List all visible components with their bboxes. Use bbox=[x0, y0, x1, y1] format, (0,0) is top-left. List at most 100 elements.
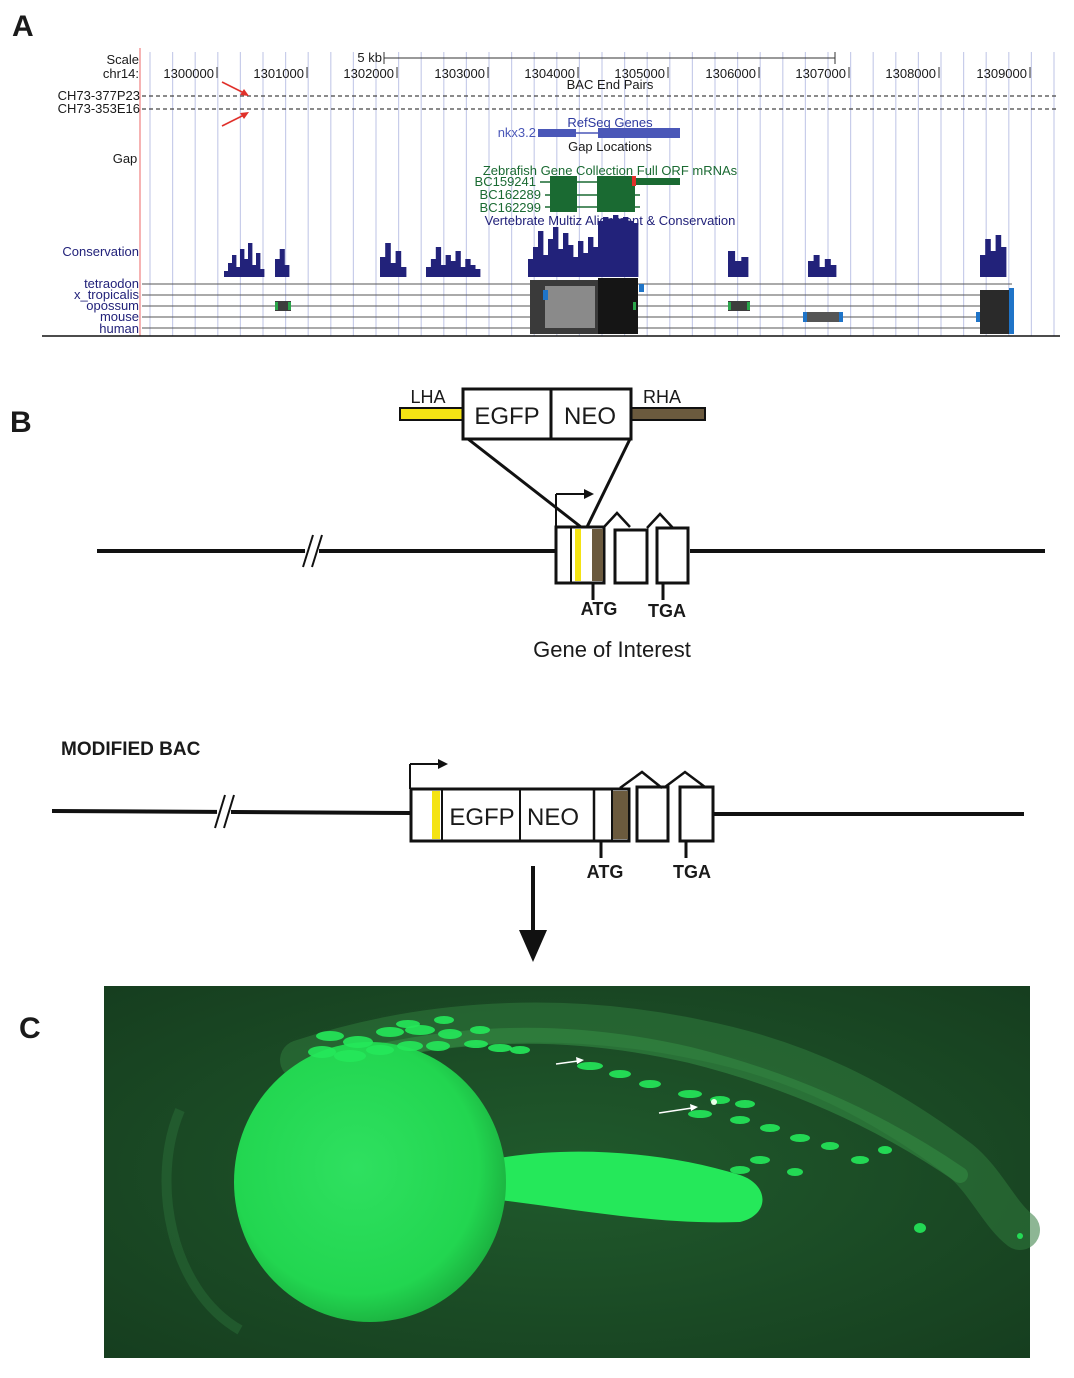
conservation-bar bbox=[583, 253, 589, 277]
modified-atg-label: ATG bbox=[587, 862, 624, 882]
gfp-cell bbox=[790, 1134, 810, 1142]
modified-egfp-label: EGFP bbox=[449, 804, 514, 831]
alignment-accent bbox=[633, 302, 636, 310]
modified-intron-2 bbox=[664, 770, 706, 788]
conservation-bar bbox=[470, 265, 476, 277]
conservation-label: Conservation bbox=[62, 244, 139, 259]
alignment-accent bbox=[275, 302, 278, 310]
gfp-cell bbox=[851, 1156, 869, 1164]
mrna-label-3: BC162299 bbox=[480, 200, 541, 215]
conservation-bar bbox=[543, 255, 549, 277]
panel-label-a: A bbox=[12, 10, 34, 43]
conservation-bar bbox=[603, 217, 609, 277]
species-label-mouse: mouse bbox=[100, 309, 139, 324]
rha-arm bbox=[629, 407, 706, 421]
conservation-bar bbox=[228, 263, 233, 277]
alignment-accent bbox=[288, 302, 291, 310]
alignment-block bbox=[803, 312, 843, 322]
gene-of-interest-label: Gene of Interest bbox=[533, 637, 691, 662]
gfp-cell bbox=[316, 1031, 344, 1041]
mrna-label-1: BC159241 bbox=[475, 174, 536, 189]
refseq-gene-name: nkx3.2 bbox=[498, 125, 536, 140]
bright-cell bbox=[711, 1099, 717, 1105]
conservation-bar bbox=[824, 259, 831, 277]
red-arrow-2 bbox=[221, 112, 249, 127]
bac-line-left bbox=[51, 809, 412, 815]
chrom-label: chr14: bbox=[103, 66, 139, 81]
panel-label-c: C bbox=[19, 1012, 41, 1045]
position-label: 1300000 bbox=[163, 66, 214, 81]
conservation-bar bbox=[380, 257, 386, 277]
conservation-bar bbox=[275, 259, 281, 277]
gfp-cell bbox=[334, 1050, 366, 1062]
embryo-trunk bbox=[302, 1027, 968, 1183]
gfp-cell bbox=[510, 1046, 530, 1054]
fluorescence-image bbox=[104, 986, 1040, 1358]
conservation-bar bbox=[236, 267, 241, 277]
cassette-box bbox=[461, 387, 633, 441]
conservation-bar bbox=[284, 265, 290, 277]
gap-locations-title: Gap Locations bbox=[568, 139, 652, 154]
conservation-bar bbox=[618, 219, 624, 277]
alignment-accent bbox=[803, 312, 807, 322]
conservation-bar bbox=[728, 251, 736, 277]
conservation-bar bbox=[244, 259, 249, 277]
alignment-block bbox=[980, 290, 1012, 334]
modified-bac-label: MODIFIED BAC bbox=[61, 739, 201, 760]
scale-bar: 5 kb bbox=[357, 50, 836, 65]
conservation-bar bbox=[538, 231, 544, 277]
conservation-bar bbox=[400, 267, 407, 277]
gfp-cell bbox=[366, 1045, 394, 1055]
gfp-cell bbox=[878, 1146, 892, 1154]
alignment-accent bbox=[543, 290, 548, 300]
conservation-bar bbox=[475, 269, 481, 277]
gfp-cell bbox=[730, 1166, 750, 1174]
species-label-human: human bbox=[99, 321, 139, 336]
gfp-cell bbox=[1017, 1233, 1023, 1239]
gfp-cell bbox=[397, 1041, 423, 1051]
alignment-accent bbox=[639, 284, 644, 292]
red-arrow-1 bbox=[221, 81, 249, 96]
conservation-bar bbox=[990, 251, 996, 277]
conservation-bar bbox=[548, 239, 554, 277]
rha-label: RHA bbox=[643, 387, 681, 407]
conservation-bar bbox=[395, 251, 402, 277]
gfp-cell bbox=[760, 1124, 780, 1132]
modified-tga-label: TGA bbox=[673, 862, 711, 882]
atg-label: ATG bbox=[581, 599, 618, 619]
conservation-bar bbox=[385, 243, 391, 277]
alignment-accent bbox=[1009, 288, 1014, 334]
gfp-cell bbox=[639, 1080, 661, 1088]
conservation-bar bbox=[450, 261, 456, 277]
modified-intron-1 bbox=[619, 770, 663, 790]
bac-end-pairs-title: BAC End Pairs bbox=[567, 77, 654, 92]
gfp-cell bbox=[376, 1027, 404, 1037]
gfp-cell bbox=[750, 1156, 770, 1164]
conservation-bar bbox=[533, 247, 539, 277]
conservation-bar bbox=[628, 221, 634, 277]
egfp-label: EGFP bbox=[474, 403, 539, 430]
conservation-bar bbox=[813, 255, 820, 277]
bac-track-label-2: CH73-353E16 bbox=[58, 101, 140, 116]
alignment-block bbox=[598, 278, 638, 334]
mrna-gene-models bbox=[540, 176, 680, 212]
species-alignment-tracks bbox=[142, 278, 1014, 334]
conservation-bar bbox=[808, 261, 814, 277]
conservation-bar bbox=[528, 259, 534, 277]
conservation-bar bbox=[232, 255, 237, 277]
conservation-bar bbox=[593, 247, 599, 277]
modified-lha-region bbox=[432, 791, 440, 839]
position-label: 1307000 bbox=[795, 66, 846, 81]
bac-break-mark bbox=[214, 794, 235, 829]
gfp-cell bbox=[470, 1026, 490, 1034]
alignment-accent bbox=[976, 312, 980, 322]
scale-bar-label: 5 kb bbox=[357, 50, 382, 65]
modified-rha-region bbox=[613, 791, 628, 839]
alignment-block bbox=[275, 301, 291, 311]
conservation-bar bbox=[248, 243, 253, 277]
conservation-bar bbox=[465, 259, 471, 277]
gfp-cell bbox=[426, 1041, 450, 1051]
gfp-cell bbox=[434, 1016, 454, 1024]
